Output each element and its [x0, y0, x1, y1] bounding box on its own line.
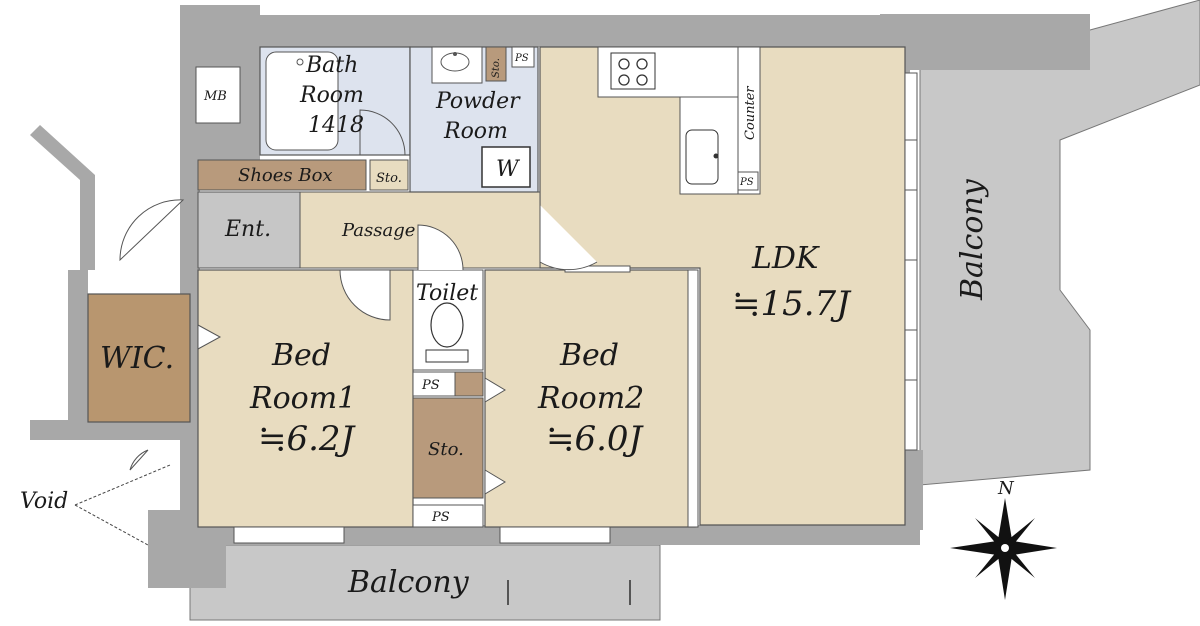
ps-box-2 — [412, 504, 484, 528]
north-label: N — [997, 478, 1015, 499]
ps-powder — [511, 46, 535, 68]
wic-floor — [87, 293, 191, 423]
balcony-right-label: Balcony — [955, 178, 990, 301]
storage-floor — [412, 397, 484, 499]
stove-icon — [610, 52, 656, 90]
ent-label: Ent. — [224, 217, 271, 242]
bathtub-icon — [265, 51, 339, 151]
bedroom1-size: ≒6.2J — [258, 419, 357, 459]
wic-label: WIC. — [100, 341, 174, 376]
ps-1-label: PS — [421, 378, 440, 393]
bedroom1-label-2: Room1 — [249, 381, 356, 416]
sto-powder — [485, 46, 507, 82]
passage-label: Passage — [341, 220, 415, 241]
ps-kitchen — [737, 171, 759, 191]
bedroom1-label-1: Bed — [271, 338, 331, 373]
ps-2-label: PS — [431, 510, 450, 525]
balcony-bottom-label: Balcony — [347, 565, 470, 600]
powder-room-label-1: Powder — [435, 89, 521, 114]
bath-room-label-3: 1418 — [308, 113, 364, 138]
balcony-right-area — [919, 0, 1200, 486]
ldk-label: LDK — [751, 241, 820, 276]
bedroom2-size: ≒6.0J — [546, 419, 645, 459]
counter-strip — [737, 46, 761, 195]
door-swings — [119, 109, 598, 471]
washer-icon — [481, 146, 531, 188]
entrance-floor — [197, 191, 301, 269]
bath-room-label-2: Room — [299, 83, 364, 108]
washer-label: W — [496, 157, 521, 182]
toilet-fixture-icon — [425, 302, 469, 363]
ldk-windows — [904, 72, 918, 451]
compass-icon — [950, 498, 1057, 600]
ps-powder-label: PS — [514, 53, 529, 64]
powder-room-label-2: Room — [443, 119, 508, 144]
walls — [30, 5, 1090, 588]
kitchen-sink-icon — [685, 129, 719, 185]
void-label: Void — [20, 489, 68, 514]
mb-label: MB — [203, 89, 227, 104]
bedroom2-label-1: Bed — [559, 338, 619, 373]
sto-powder-label: Sto. — [491, 58, 502, 78]
sto-shoes-label: Sto. — [376, 171, 402, 186]
counter-label: Counter — [743, 86, 758, 140]
shoes-box — [197, 159, 367, 191]
bath-room-label-1: Bath — [305, 53, 358, 78]
mb-box — [195, 66, 241, 124]
ps-kitchen-label: PS — [739, 177, 754, 188]
ps-box-1 — [412, 371, 456, 397]
storage-sto-label: Sto. — [428, 439, 464, 460]
bedroom2-label-2: Room2 — [537, 381, 644, 416]
sto-small — [369, 159, 409, 191]
shoes-box-label: Shoes Box — [238, 165, 333, 186]
bedroom2-floor — [484, 269, 696, 528]
ldk-size: ≒15.7J — [732, 284, 852, 324]
toilet-label: Toilet — [416, 281, 478, 306]
